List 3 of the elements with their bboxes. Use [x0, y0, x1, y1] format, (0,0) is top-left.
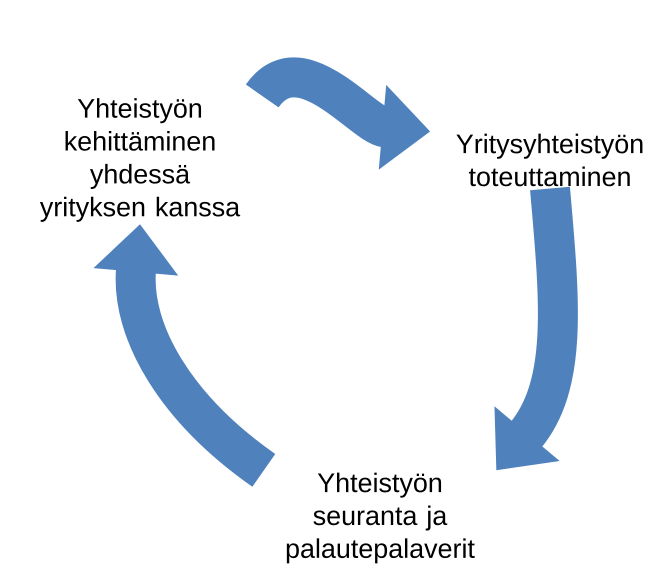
step-label: Yhteistyön kehittäminen yhdessä yrityksen kanssa [40, 98, 240, 222]
step-label: Yhteistyön seuranta ja palautepalaverit [286, 472, 475, 564]
step-label: Yritysyhteistyön toteuttaminen [456, 134, 642, 186]
